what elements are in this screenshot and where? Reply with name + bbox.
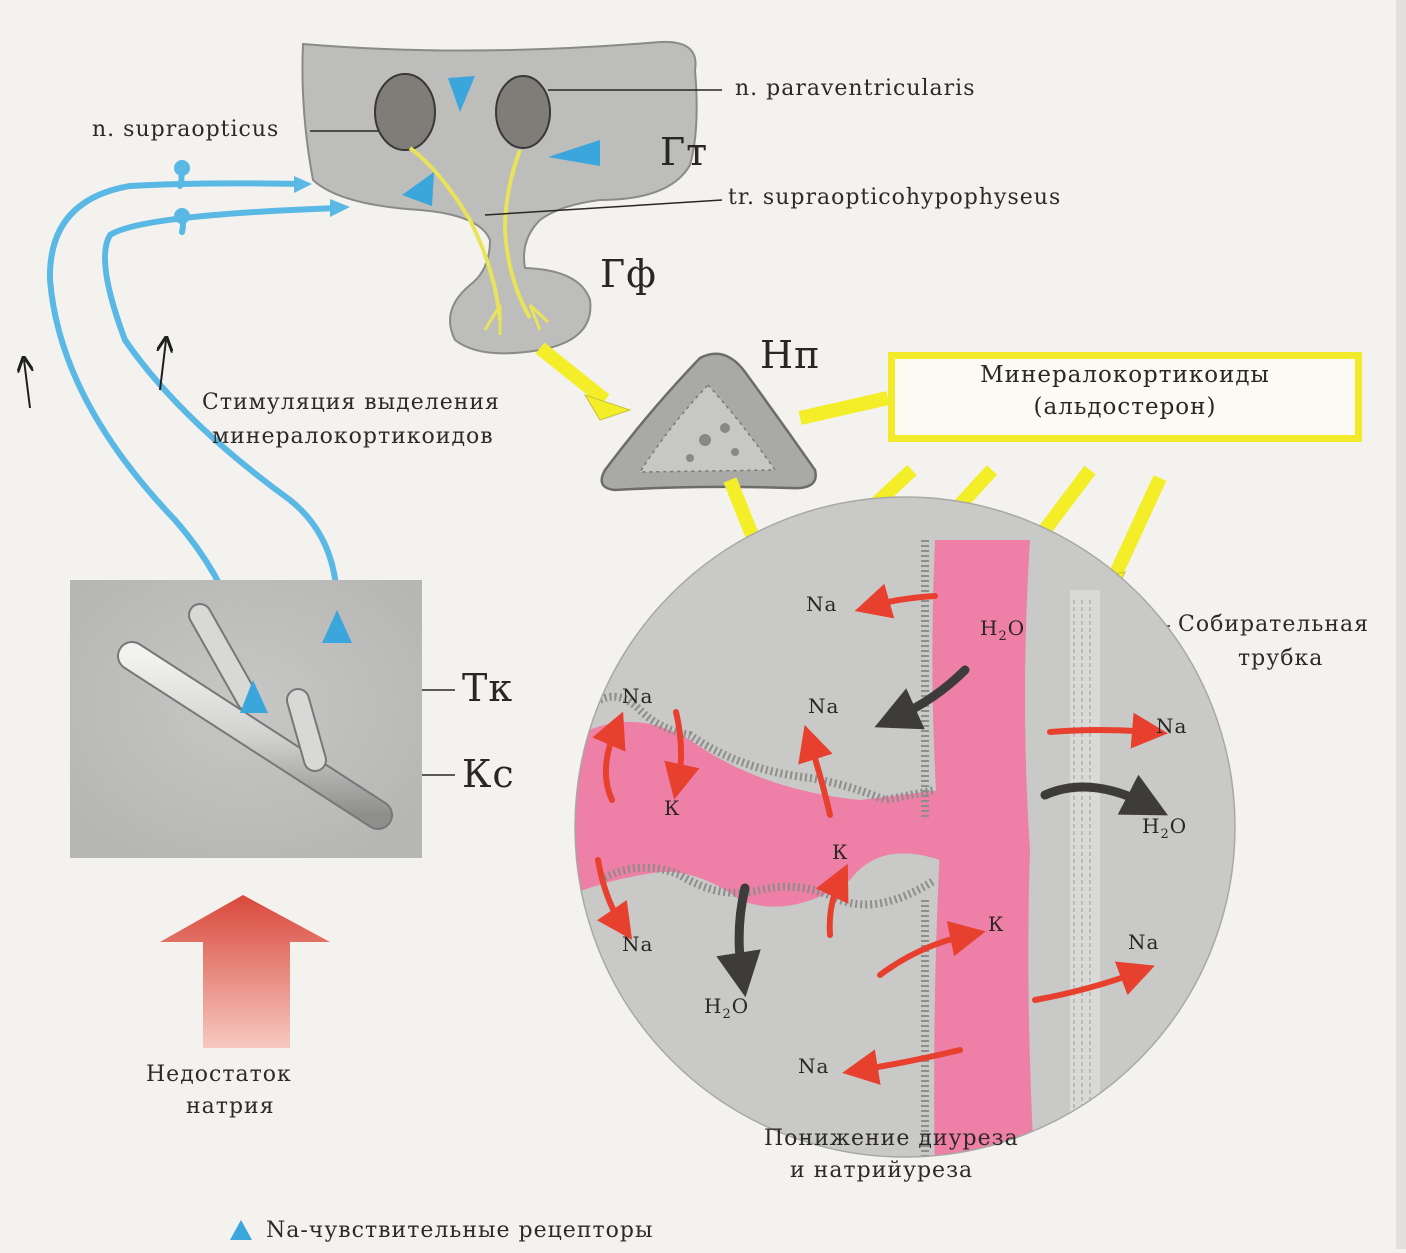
stimulation-label-line1: Стимуляция выделения [202,390,500,415]
h2o-h: H [704,994,722,1018]
ion-k: К [988,912,1004,936]
ion-na: Na [1156,714,1187,738]
collecting-tube-label-line2: трубка [1238,646,1323,671]
tissue-panel [70,580,422,858]
ion-h2o: H2O [980,616,1025,644]
ion-na: Na [806,592,837,616]
legend-label: Na-чувствительные рецепторы [266,1218,654,1243]
up-arrow-icon [160,340,166,390]
decrease-label-line1: Понижение диуреза [764,1126,1019,1151]
h2o-o: O [1170,814,1187,838]
sodium-deficit-arrow [160,895,330,1048]
ion-h2o: H2O [1142,814,1187,842]
mineralocorticoids-line1: Минералокортикоиды [895,359,1355,391]
h2o-sub: 2 [722,1007,731,1022]
tissue-label: Тк [462,666,513,710]
mineralocorticoids-line2: (альдостерон) [895,391,1355,423]
tract-label: tr. supraopticohypophyseus [728,185,1061,210]
receptor-legend-icon [228,1218,254,1242]
deficit-label-line2: натрия [186,1094,275,1119]
page-edge [1396,0,1406,1249]
h2o-h: H [1142,814,1160,838]
adrenal-label: Нп [760,333,820,377]
up-arrow-icon [24,360,30,408]
ion-na: Na [622,684,653,708]
ion-na: Na [622,932,653,956]
ion-k: К [832,840,848,864]
ion-h2o: H2O [704,994,749,1022]
ion-na: Na [1128,930,1159,954]
ion-na: Na [808,694,839,718]
h2o-o: O [732,994,749,1018]
h2o-sub: 2 [1160,827,1169,842]
vessel-label: Кс [462,752,515,796]
supraopticus-nucleus [375,74,435,150]
h2o-sub: 2 [998,629,1007,644]
ion-k: К [664,796,680,820]
collecting-tube-label-line1: Собирательная [1178,612,1369,637]
hypothalamus-label: Гт [660,130,708,174]
deficit-label-line1: Недостаток [146,1062,292,1087]
paraventricular-nucleus [496,76,550,148]
mineralocorticoids-box: Минералокортикоиды (альдостерон) [888,352,1362,442]
hypothalamus-hypophysis [302,42,696,353]
h2o-o: O [1008,616,1025,640]
decrease-label-line2: и натрийуреза [790,1158,973,1183]
supraopticus-label: n. supraopticus [92,117,279,142]
stimulation-label-line2: минералокортикоидов [212,424,494,449]
paraventricularis-label: n. paraventricularis [735,76,975,101]
h2o-h: H [980,616,998,640]
ion-na: Na [798,1054,829,1078]
hypophysis-label: Гф [600,252,657,296]
